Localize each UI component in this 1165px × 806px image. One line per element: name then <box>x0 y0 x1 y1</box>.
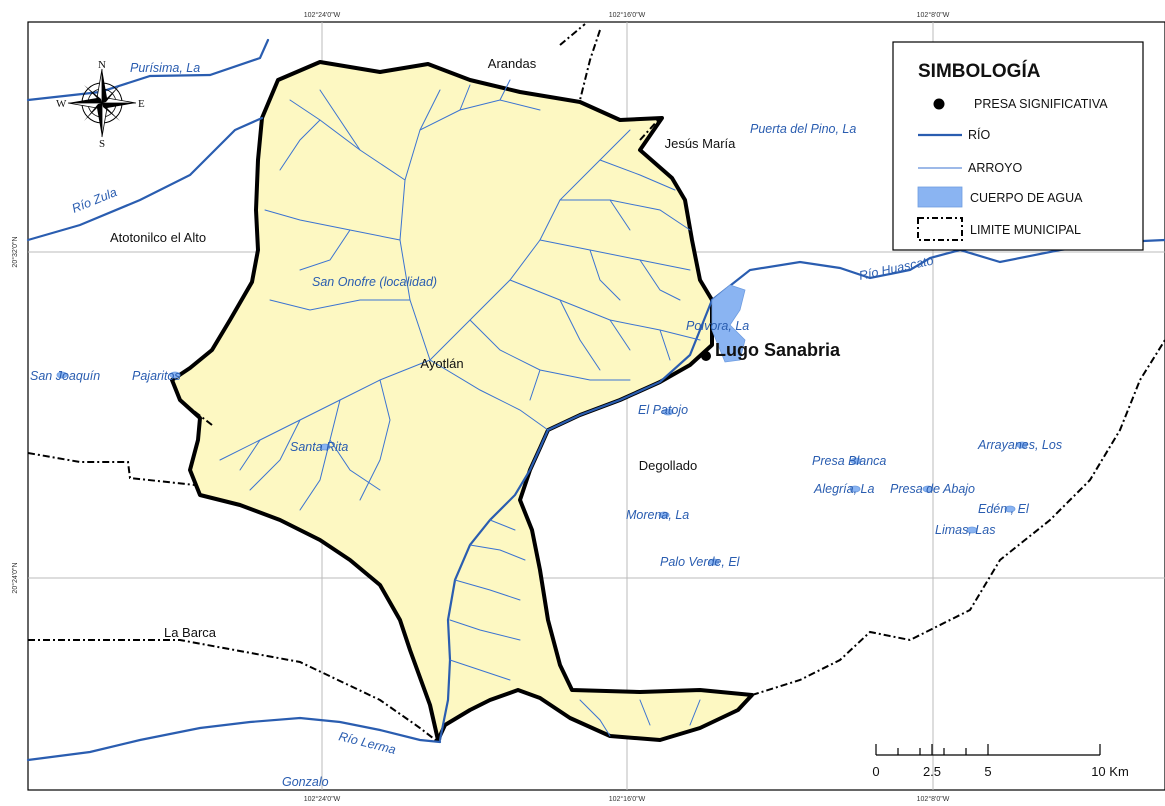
rio-lerma-line <box>26 716 442 762</box>
scale-label-2-5: 2.5 <box>923 764 941 779</box>
coord-left-2: 20°24'0"N <box>11 562 19 593</box>
upper-river-line <box>26 38 270 102</box>
water-arrayanes <box>1016 441 1028 449</box>
main-rivers <box>26 38 1165 762</box>
coord-bottom-2: 102°16'0"W <box>609 795 646 803</box>
label-arrayanes: Arrayanes, Los <box>977 438 1062 452</box>
compass-s: S <box>99 138 105 150</box>
legend-symbol-presa <box>933 98 945 110</box>
water-limas <box>966 526 978 534</box>
dam-label-lugo-sanabria: Lugo Sanabria <box>715 340 841 360</box>
compass-rose: N S E W <box>56 59 145 150</box>
town-ayotlan: Ayotlán <box>420 356 463 371</box>
town-atotonilco: Atotonilco el Alto <box>110 230 206 245</box>
label-presa-blanca: Presa Blanca <box>812 454 886 468</box>
coord-bottom-1: 102°24'0"W <box>304 795 341 803</box>
town-jesus-maria: Jesús María <box>665 136 737 151</box>
legend-item-arroyo: ARROYO <box>968 161 1022 175</box>
coord-left-1: 20°32'0"N <box>11 236 19 267</box>
label-morena: Morena, La <box>626 508 689 522</box>
label-palo-verde: Palo Verde, El <box>660 555 741 569</box>
legend-item-presa: PRESA SIGNIFICATIVA <box>974 97 1108 111</box>
coord-bottom-3: 102°8'0"W <box>917 795 950 803</box>
label-san-joaquin: San Joaquín <box>30 369 100 383</box>
water-presa-abajo <box>922 485 934 493</box>
water-bodies <box>56 284 1028 566</box>
streams <box>219 79 701 737</box>
label-limas: Limas, Las <box>935 523 995 537</box>
town-la-barca: La Barca <box>164 625 217 640</box>
scale-label-5: 5 <box>984 764 991 779</box>
coord-top-3: 102°8'0"W <box>917 11 950 19</box>
label-el-patojo: El Patojo <box>638 403 688 417</box>
scale-label-10km: 10 Km <box>1091 764 1129 779</box>
legend-title: SIMBOLOGÍA <box>918 60 1041 82</box>
water-presa-blanca <box>850 457 862 465</box>
water-patojo <box>662 408 674 416</box>
municipal-boundaries <box>27 23 1165 743</box>
legend-item-rio: RÍO <box>968 127 991 142</box>
water-santa-rita <box>319 443 331 451</box>
label-purisima: Purísima, La <box>130 61 200 75</box>
main-river-line <box>438 298 714 742</box>
compass-e: E <box>138 98 145 110</box>
label-puerta-pino: Puerta del Pino, La <box>750 122 856 136</box>
dam-point-lugo-sanabria <box>701 351 711 361</box>
label-eden: Edén , El <box>978 502 1030 516</box>
polvora-reservoir <box>711 284 746 363</box>
label-presa-abajo: Presa de Abajo <box>890 482 975 496</box>
legend-box <box>892 41 1144 251</box>
label-polvora: Polvora, La <box>686 319 749 333</box>
coord-top-1: 102°24'0"W <box>304 11 341 19</box>
label-pajaritos: Pajaritos <box>132 369 181 383</box>
town-degollado: Degollado <box>639 458 698 473</box>
legend-symbol-limite <box>917 217 963 241</box>
compass-n: N <box>98 59 106 71</box>
rio-zula-line <box>26 116 264 242</box>
water-pajaritos <box>169 371 181 379</box>
legend-symbol-cuerpo-agua <box>917 186 963 208</box>
municipality-area <box>170 60 754 742</box>
scale-bar <box>875 744 1101 756</box>
compass-w: W <box>56 98 67 110</box>
water-alegria <box>849 485 861 493</box>
coord-top-2: 102°16'0"W <box>609 11 646 19</box>
water-san-joaquin <box>56 371 68 379</box>
label-alegria: Alegría, La <box>813 482 875 496</box>
legend: SIMBOLOGÍA PRESA SIGNIFICATIVA RÍO ARROY… <box>892 41 1144 251</box>
scale-label-0: 0 <box>872 764 879 779</box>
water-morena <box>658 511 670 519</box>
water-eden <box>1004 505 1016 513</box>
water-palo-verde <box>708 558 720 566</box>
label-gonzalo: Gonzalo <box>282 775 329 789</box>
label-santa-rita: Santa Rita <box>290 440 348 454</box>
legend-item-limite: LIMITE MUNICIPAL <box>970 223 1081 237</box>
town-arandas: Arandas <box>488 56 537 71</box>
label-san-onofre: San Onofre (localidad) <box>312 275 437 289</box>
legend-item-cuerpo-agua: CUERPO DE AGUA <box>970 191 1083 205</box>
